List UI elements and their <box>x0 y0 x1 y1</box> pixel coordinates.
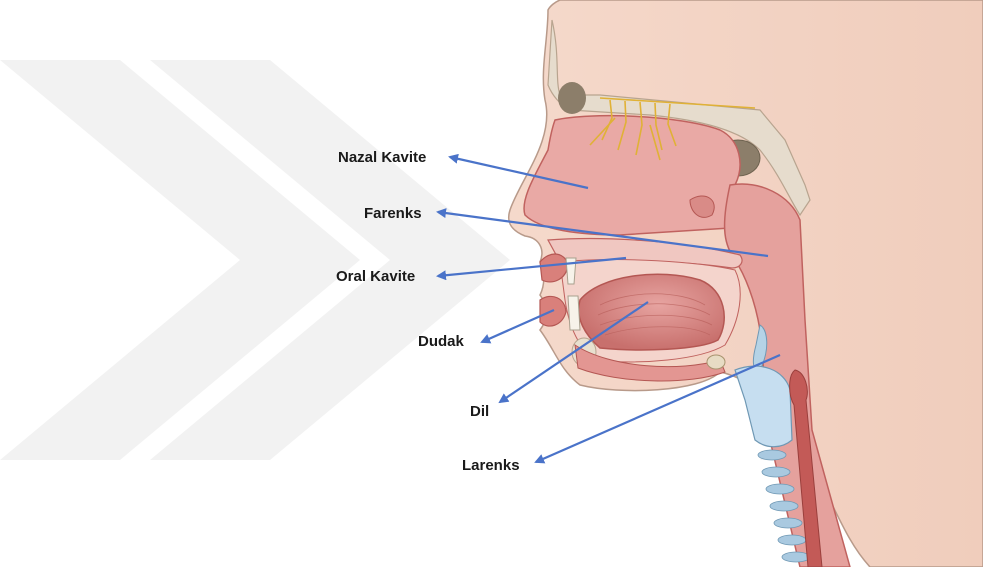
frontal-sinus <box>558 82 586 114</box>
label-tongue: Dil <box>470 403 489 420</box>
label-lip: Dudak <box>418 333 465 350</box>
nasal-cavity <box>524 116 744 235</box>
tongue <box>579 274 725 350</box>
label-larynx: Larenks <box>462 457 520 474</box>
lower-tooth <box>568 296 580 330</box>
hyoid-bone <box>707 355 725 369</box>
label-pharynx: Farenks <box>364 205 422 222</box>
label-nasal-cavity: Nazal Kavite <box>338 149 426 166</box>
label-oral-cavity: Oral Kavite <box>336 268 415 285</box>
larynx-cartilage <box>735 366 792 447</box>
